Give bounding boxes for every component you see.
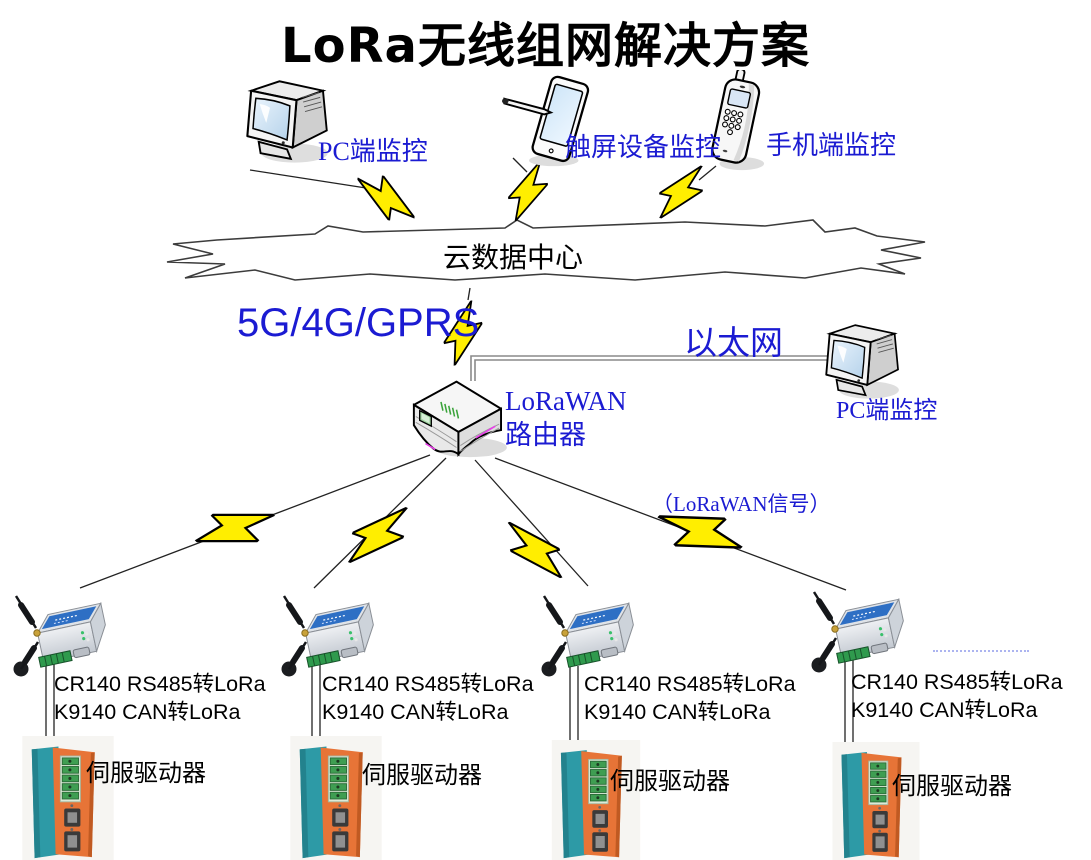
router-to-module4-line xyxy=(494,457,847,591)
pc-to-cloud-line xyxy=(249,169,367,189)
module-label-line1: CR140 RS485转LoRa xyxy=(851,670,1063,694)
module-label-line1: CR140 RS485转LoRa xyxy=(54,672,266,696)
ethernet-link-label: 以太网 xyxy=(684,323,783,362)
phone-label: 手机端监控 xyxy=(766,131,897,160)
module-label: CR140 RS485转LoRa K9140 CAN转LoRa xyxy=(851,668,1063,724)
cellular-link-label: 5G/4G/GPRS xyxy=(237,301,480,345)
module-label-line1: CR140 RS485转LoRa xyxy=(584,672,796,696)
cloud-label: 云数据中心 xyxy=(442,241,583,274)
module-label: CR140 RS485转LoRa K9140 CAN转LoRa xyxy=(322,670,534,726)
cloud-to-router-line xyxy=(467,287,471,301)
module-label-line1: CR140 RS485转LoRa xyxy=(322,672,534,696)
servo-label: 伺服驱动器 xyxy=(362,761,482,789)
servo-label: 伺服驱动器 xyxy=(892,772,1012,800)
page-title: LoRa无线组网解决方案 xyxy=(281,18,810,74)
router-to-module3-line xyxy=(474,459,589,587)
faint-print-artifact xyxy=(933,650,1029,652)
tablet-to-cloud-line xyxy=(512,157,528,173)
cloud-shape xyxy=(166,219,926,281)
router-label-line2: 路由器 xyxy=(505,420,586,450)
lightning-bolt-icon xyxy=(504,161,552,222)
module-label-line2: K9140 CAN转LoRa xyxy=(54,700,241,724)
ethernet-line xyxy=(470,355,828,381)
phone-to-cloud-line xyxy=(698,165,717,181)
lightning-bolt-icon xyxy=(352,170,420,226)
lora-signal-label: （LoRaWAN信号） xyxy=(652,492,831,516)
tablet-label: 触屏设备监控 xyxy=(565,133,722,162)
servo-driver-icon xyxy=(828,742,924,860)
servo-driver-icon xyxy=(548,740,644,860)
lorawan-router-icon xyxy=(400,370,512,462)
module-label-line2: K9140 CAN转LoRa xyxy=(584,700,771,724)
module-label-line2: K9140 CAN转LoRa xyxy=(322,700,509,724)
module-label: CR140 RS485转LoRa K9140 CAN转LoRa xyxy=(54,670,266,726)
top-pc-label: PC端监控 xyxy=(318,137,428,166)
module-label-line2: K9140 CAN转LoRa xyxy=(851,698,1038,722)
module-servo-lines xyxy=(45,660,854,750)
module-label: CR140 RS485转LoRa K9140 CAN转LoRa xyxy=(584,670,796,726)
router-label: LoRaWAN 路由器 xyxy=(505,384,626,452)
router-label-line1: LoRaWAN xyxy=(505,386,627,416)
servo-label: 伺服驱动器 xyxy=(610,767,730,795)
servo-label: 伺服驱动器 xyxy=(86,759,206,787)
right-pc-label: PC端监控 xyxy=(836,398,938,424)
